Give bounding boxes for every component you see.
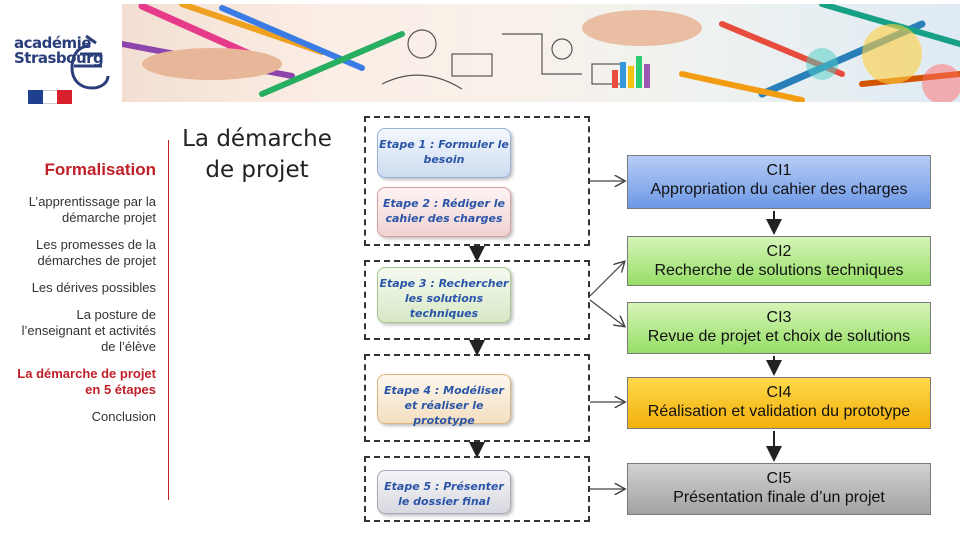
- sidebar-nav: Formalisation L’apprentissage par la dém…: [6, 160, 156, 436]
- ci2-label: Recherche de solutions techniques: [654, 262, 904, 279]
- step-4-box: Etape 4 : Modéliser et réaliser le proto…: [377, 374, 511, 427]
- ci1-label: Appropriation du cahier des charges: [650, 181, 908, 198]
- step-2-box: Etape 2 : Rédiger le cahier des charges: [377, 187, 511, 237]
- step-group-1-2: [364, 116, 590, 246]
- ci4-label: Réalisation et validation du prototype: [647, 403, 911, 420]
- step-5-box: Etape 5 : Présenter le dossier final: [377, 470, 511, 514]
- step-3-box: Etape 3 : Rechercher les solutions techn…: [377, 267, 511, 323]
- sidebar-item-derives[interactable]: Les dérives possibles: [31, 280, 156, 295]
- connector-group3-ci3: [589, 299, 624, 326]
- ci4-box: CI4 Réalisation et validation du prototy…: [627, 377, 931, 429]
- connector-group3-ci2: [589, 262, 624, 297]
- sidebar-item-posture[interactable]: La posture de l’enseignant et activités …: [21, 307, 156, 354]
- french-flag-icon: [28, 90, 73, 104]
- ci3-code: CI3: [766, 309, 792, 326]
- ci1-code: CI1: [766, 162, 792, 179]
- sidebar-item-promesses[interactable]: Les promesses de la démarches de projet: [36, 237, 156, 268]
- step-1-box: Etape 1 : Formuler le besoin: [377, 128, 511, 178]
- header-banner-image: [122, 4, 960, 102]
- academie-strasbourg-logo: académie Strasbourg: [4, 14, 114, 106]
- sidebar-item-conclusion[interactable]: Conclusion: [91, 409, 156, 424]
- ci5-box: CI5 Présentation finale d’un projet: [627, 463, 931, 515]
- ci3-label: Revue de projet et choix de solutions: [647, 328, 911, 345]
- sidebar-title: Formalisation: [44, 160, 156, 179]
- logo-line-1: académie: [14, 34, 92, 52]
- ci5-label: Présentation finale d’un projet: [673, 489, 885, 506]
- e-accent-logo-icon: [70, 34, 110, 90]
- sidebar-item-demarche-active[interactable]: La démarche de projet en 5 étapes: [17, 366, 156, 397]
- ci5-code: CI5: [766, 470, 792, 487]
- sidebar-item-apprentissage[interactable]: L’apprentissage par la démarche projet: [28, 194, 156, 225]
- ci3-box: CI3 Revue de projet et choix de solution…: [627, 302, 931, 354]
- ci2-code: CI2: [766, 243, 792, 260]
- ci4-code: CI4: [766, 384, 792, 401]
- sidebar-divider: [168, 140, 169, 500]
- ci1-box: CI1 Appropriation du cahier des charges: [627, 155, 931, 209]
- ci2-box: CI2 Recherche de solutions techniques: [627, 236, 931, 286]
- page-title: La démarche de projet: [182, 126, 332, 183]
